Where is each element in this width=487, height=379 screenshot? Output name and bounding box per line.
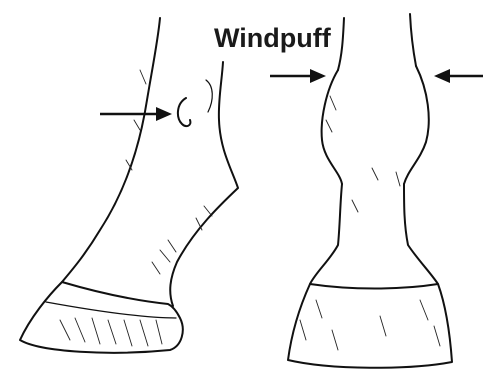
left-leg-side-view	[20, 18, 238, 353]
windpuff-swelling-right-right	[404, 66, 429, 184]
right-leg-front-view	[288, 14, 452, 368]
windpuff-swelling-left	[178, 98, 190, 126]
diagram-title: Windpuff	[214, 23, 332, 53]
arrow-right-outer-pointer	[434, 69, 483, 83]
arrow-right-inner-pointer	[270, 69, 326, 83]
windpuff-swelling-right-left	[322, 70, 342, 184]
arrow-left-pointer	[100, 107, 172, 121]
